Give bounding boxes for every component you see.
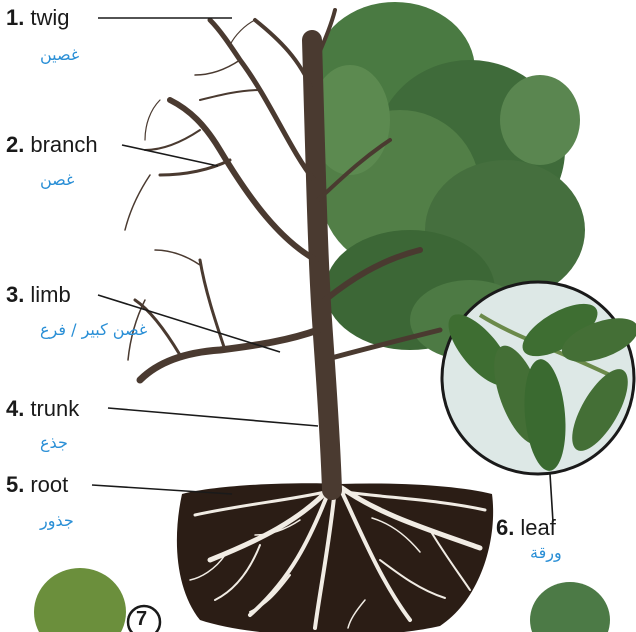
label-trunk-text: trunk bbox=[30, 396, 79, 421]
label-root: 5.root bbox=[6, 473, 68, 497]
label-branch-arabic: غصن bbox=[40, 171, 74, 189]
label-root-number: 5. bbox=[6, 472, 24, 497]
label-limb-arabic: غصن كبير / فرع bbox=[40, 321, 147, 339]
label-leaf: 6.leaf bbox=[496, 516, 556, 540]
label-leaf-number: 6. bbox=[496, 515, 514, 540]
label-branch-text: branch bbox=[30, 132, 97, 157]
label-limb: 3.limb bbox=[6, 283, 71, 307]
small-tree-left bbox=[34, 568, 126, 632]
label-limb-number: 3. bbox=[6, 282, 24, 307]
label-leaf-text: leaf bbox=[520, 515, 555, 540]
label-trunk-number: 4. bbox=[6, 396, 24, 421]
label-branch-number: 2. bbox=[6, 132, 24, 157]
corner-number-7: 7 bbox=[136, 608, 147, 631]
label-trunk: 4.trunk bbox=[6, 397, 79, 421]
label-twig-text: twig bbox=[30, 5, 69, 30]
label-twig: 1.twig bbox=[6, 6, 69, 30]
leaf-magnifier bbox=[438, 282, 636, 474]
label-twig-arabic: غصين bbox=[40, 46, 79, 64]
small-tree-right bbox=[530, 582, 610, 632]
label-twig-number: 1. bbox=[6, 5, 24, 30]
label-root-arabic: جذور bbox=[40, 512, 74, 530]
label-root-text: root bbox=[30, 472, 68, 497]
label-limb-text: limb bbox=[30, 282, 70, 307]
label-branch: 2.branch bbox=[6, 133, 98, 157]
label-leaf-arabic: ورقة bbox=[530, 544, 562, 562]
label-trunk-arabic: جذع bbox=[40, 434, 68, 452]
